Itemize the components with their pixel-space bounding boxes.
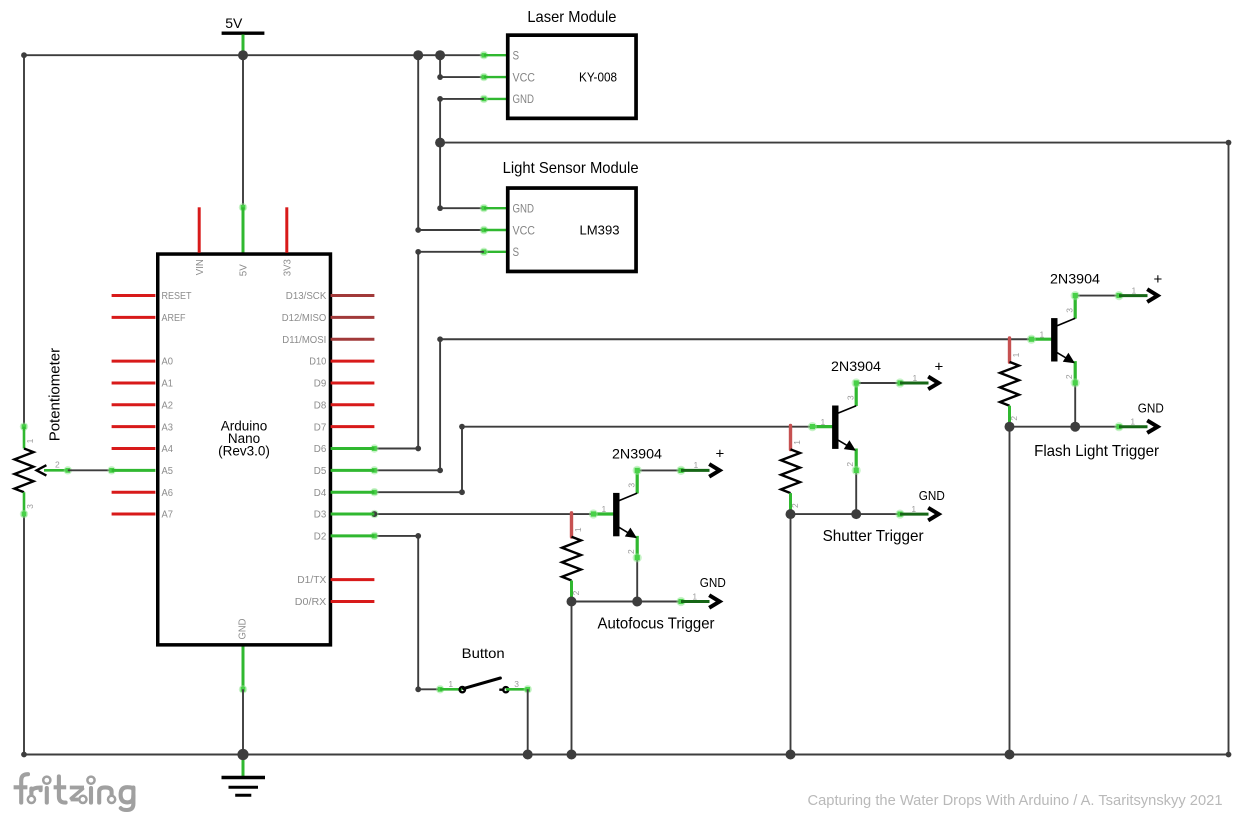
svg-text:Shutter Trigger: Shutter Trigger <box>823 528 925 545</box>
svg-text:D6: D6 <box>314 444 327 455</box>
svg-text:D4: D4 <box>314 488 327 499</box>
svg-text:A6: A6 <box>162 488 174 499</box>
svg-text:1: 1 <box>1040 329 1045 339</box>
svg-text:3V3: 3V3 <box>282 259 293 276</box>
svg-text:A0: A0 <box>162 357 174 368</box>
svg-text:GND: GND <box>700 575 726 590</box>
svg-text:2: 2 <box>1064 374 1074 379</box>
svg-text:1: 1 <box>913 373 918 383</box>
svg-text:3: 3 <box>627 483 637 488</box>
svg-text:5V: 5V <box>239 264 250 276</box>
svg-text:D0/RX: D0/RX <box>295 597 327 608</box>
svg-text:A3: A3 <box>162 422 174 433</box>
svg-text:S: S <box>513 245 520 259</box>
svg-text:D9: D9 <box>314 379 327 390</box>
svg-text:1: 1 <box>1132 285 1137 295</box>
svg-text:GND: GND <box>513 92 535 106</box>
svg-text:2: 2 <box>845 462 855 467</box>
svg-text:3: 3 <box>514 679 519 689</box>
svg-text:D1/TX: D1/TX <box>297 575 326 586</box>
svg-text:VCC: VCC <box>513 223 536 237</box>
svg-text:1: 1 <box>573 527 583 532</box>
svg-text:Autofocus Trigger: Autofocus Trigger <box>598 616 716 633</box>
svg-text:D13/SCK: D13/SCK <box>286 291 327 302</box>
svg-text:Arduino: Arduino <box>221 419 268 434</box>
svg-text:1: 1 <box>911 504 916 514</box>
svg-text:2: 2 <box>626 549 636 554</box>
svg-text:2: 2 <box>571 590 581 595</box>
svg-text:D12/MISO: D12/MISO <box>282 313 327 324</box>
svg-text:D5: D5 <box>314 466 327 477</box>
svg-text:2N3904: 2N3904 <box>1050 271 1100 287</box>
svg-text:2N3904: 2N3904 <box>831 358 881 374</box>
svg-text:Nano: Nano <box>228 431 260 446</box>
svg-text:A2: A2 <box>162 400 174 411</box>
svg-text:Capturing the Water Drops With: Capturing the Water Drops With Arduino /… <box>808 792 1223 809</box>
svg-text:GND: GND <box>238 619 249 640</box>
svg-text:S: S <box>513 49 520 63</box>
svg-text:5V: 5V <box>225 15 243 31</box>
svg-text:Light Sensor Module: Light Sensor Module <box>503 160 639 177</box>
svg-text:+: + <box>716 446 725 463</box>
svg-text:3: 3 <box>846 395 856 400</box>
svg-text:(Rev3.0): (Rev3.0) <box>218 443 270 458</box>
svg-text:GND: GND <box>513 201 535 215</box>
svg-text:RESET: RESET <box>162 291 192 302</box>
svg-text:1: 1 <box>792 440 802 445</box>
svg-text:2: 2 <box>1009 416 1019 421</box>
svg-text:2N3904: 2N3904 <box>612 445 662 461</box>
svg-text:Laser Module: Laser Module <box>527 9 616 26</box>
svg-text:+: + <box>935 358 944 375</box>
svg-text:+: + <box>1154 271 1163 288</box>
svg-text:LM393: LM393 <box>580 223 620 238</box>
svg-text:2: 2 <box>55 460 60 470</box>
svg-text:VCC: VCC <box>513 70 536 84</box>
svg-text:1: 1 <box>1130 417 1135 427</box>
svg-text:GND: GND <box>1138 400 1164 415</box>
svg-text:2: 2 <box>790 503 800 508</box>
svg-text:VIN: VIN <box>195 259 206 275</box>
svg-text:A1: A1 <box>162 379 174 390</box>
svg-text:1: 1 <box>448 679 453 689</box>
svg-text:A4: A4 <box>162 444 174 455</box>
svg-text:3: 3 <box>25 504 35 509</box>
svg-text:GND: GND <box>919 488 945 503</box>
svg-text:1: 1 <box>1011 352 1021 357</box>
svg-text:1: 1 <box>694 460 699 470</box>
svg-text:D3: D3 <box>314 510 327 521</box>
svg-text:3: 3 <box>1065 308 1075 313</box>
svg-text:KY-008: KY-008 <box>579 70 617 85</box>
svg-text:1: 1 <box>692 591 697 601</box>
svg-text:AREF: AREF <box>162 313 186 324</box>
svg-text:D11/MOSI: D11/MOSI <box>282 335 326 346</box>
svg-text:1: 1 <box>821 417 826 427</box>
svg-text:Button: Button <box>462 645 505 661</box>
svg-text:1: 1 <box>602 504 607 514</box>
svg-text:D8: D8 <box>314 400 327 411</box>
svg-text:Flash Light Trigger: Flash Light Trigger <box>1034 443 1160 460</box>
svg-text:D10: D10 <box>309 357 326 368</box>
svg-text:D2: D2 <box>314 532 327 543</box>
svg-text:A5: A5 <box>162 466 174 477</box>
svg-text:1: 1 <box>25 438 35 443</box>
svg-text:Potentiometer: Potentiometer <box>47 348 64 441</box>
svg-text:D7: D7 <box>314 422 327 433</box>
svg-text:A7: A7 <box>162 510 174 521</box>
